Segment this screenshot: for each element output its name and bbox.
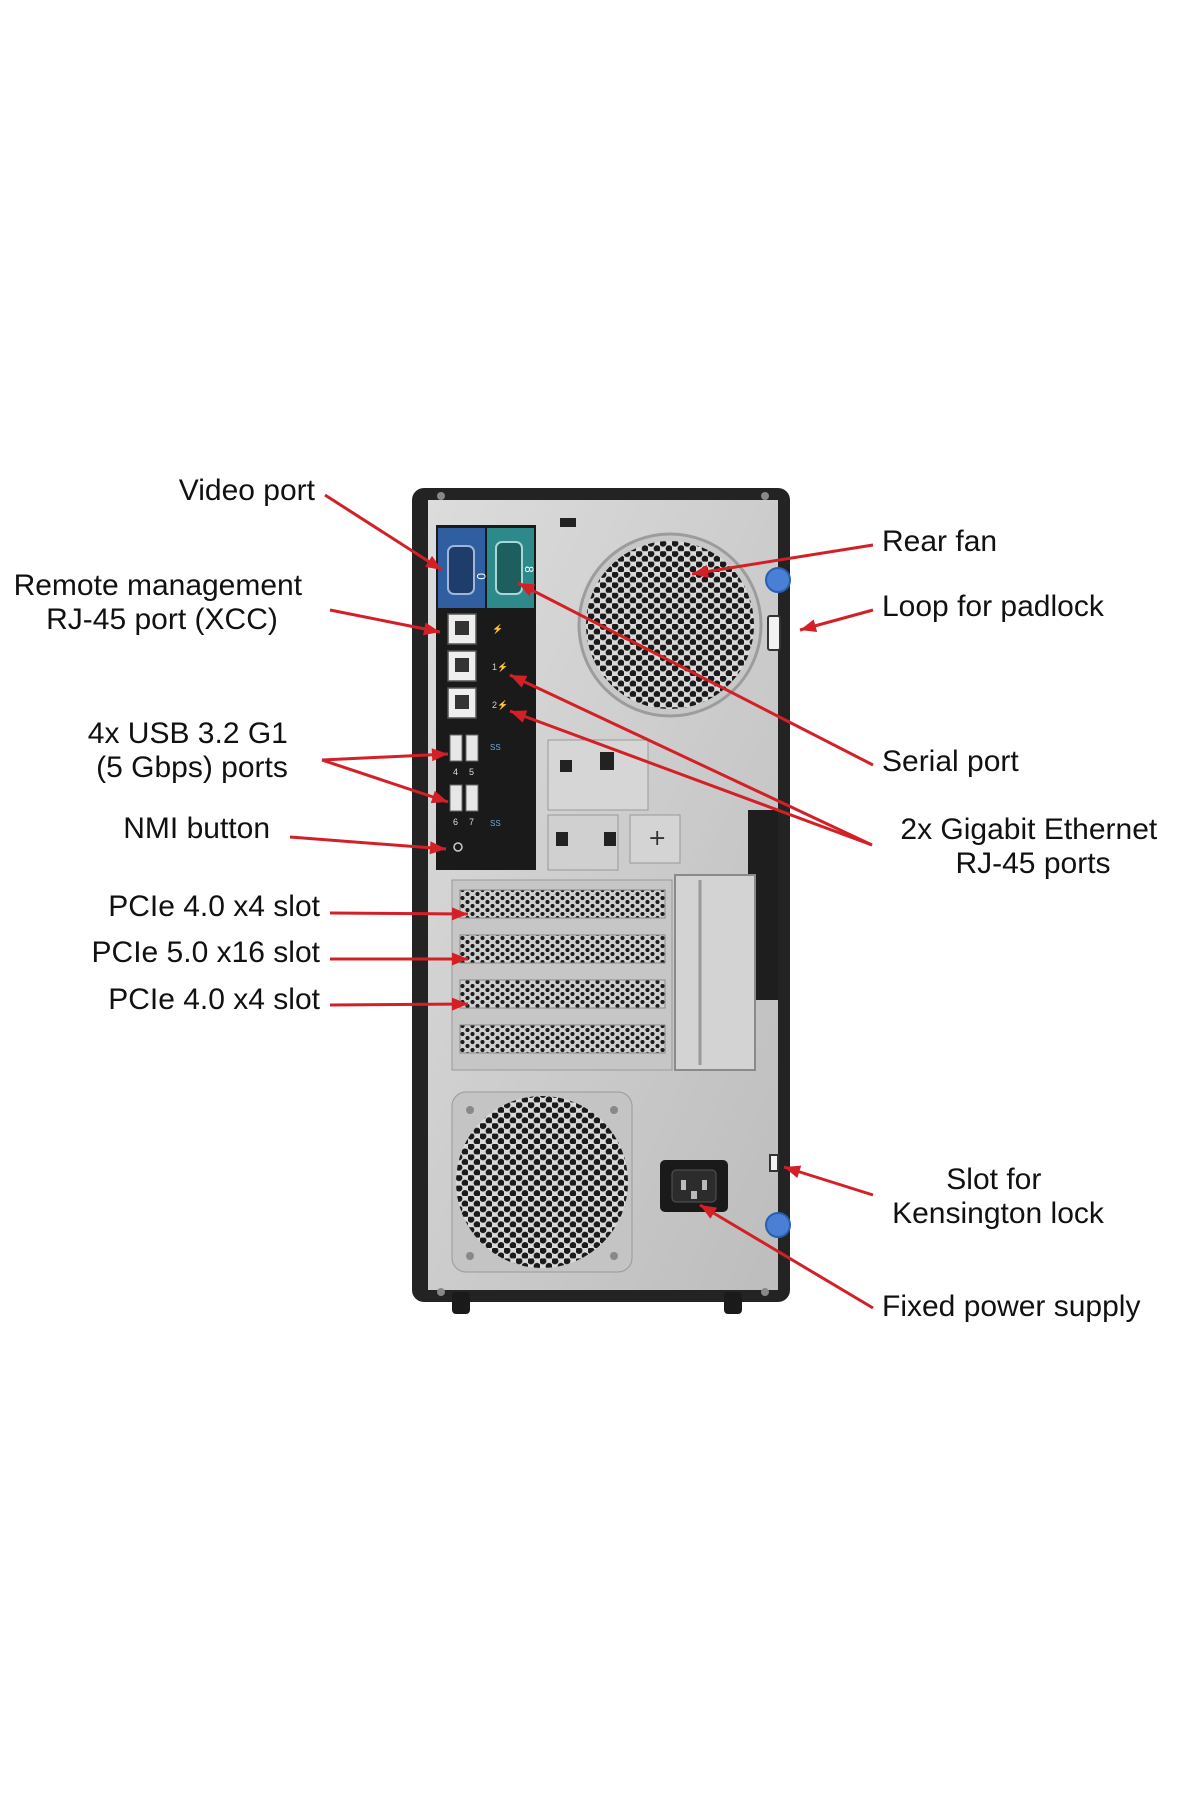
arrow-padlock-loop-head — [800, 619, 818, 633]
blue-touchpoint — [765, 1212, 791, 1238]
usb-port-number: 6 — [453, 817, 458, 827]
usb-port-number: 7 — [469, 817, 474, 827]
chassis-cutouts: + — [547, 739, 778, 1000]
slot-retention-bracket — [674, 874, 756, 1071]
label-power-supply: Fixed power supply — [882, 1290, 1140, 1323]
arrow-remote-management — [329, 608, 441, 634]
serial-port-number: 8 — [522, 566, 536, 573]
svg-text:SS: SS — [490, 743, 501, 752]
arrow-serial-port — [517, 581, 874, 767]
arrow-ethernet-1 — [509, 673, 873, 847]
arrow-usb-upper — [321, 752, 449, 762]
arrow-pcie-slot-3-head — [451, 997, 468, 1011]
arrow-video-port — [324, 493, 443, 572]
chassis-foot — [452, 1292, 470, 1314]
arrow-ethernet-1-head — [510, 675, 528, 688]
arrow-power-supply-head — [700, 1205, 718, 1219]
serial-port: 8 — [487, 528, 536, 608]
pcie-slot-area — [451, 874, 756, 1071]
psu-fan — [451, 1091, 633, 1273]
svg-text:+: + — [648, 826, 666, 851]
arrow-rear-fan — [691, 543, 874, 576]
usb-port — [449, 734, 463, 762]
arrow-ethernet-2 — [509, 709, 873, 847]
arrow-nmi-button — [289, 835, 447, 851]
rj45-port-ethernet-1: 1⚡ — [447, 650, 508, 682]
label-nmi-button: NMI button — [123, 812, 270, 845]
arrow-pcie-slot-3 — [329, 1002, 469, 1007]
kensington-slot — [769, 1154, 779, 1172]
arrow-video-port-head — [425, 555, 442, 570]
rear-fan — [577, 532, 763, 718]
label-pcie-slot-3: PCIe 4.0 x4 slot — [108, 983, 320, 1016]
pcie-slot-4 — [459, 1024, 666, 1054]
label-video-port: Video port — [179, 474, 316, 507]
chassis-foot — [724, 1292, 742, 1314]
usb-port-group: 4 5 6 7 SS SS — [449, 734, 501, 828]
svg-text:2⚡: 2⚡ — [492, 699, 508, 711]
arrow-pcie-slot-2-head — [452, 952, 468, 966]
arrow-usb-lower — [321, 758, 449, 804]
svg-text:⚡: ⚡ — [492, 623, 503, 635]
label-rear-fan: Rear fan — [882, 525, 997, 558]
label-pcie-slot-1: PCIe 4.0 x4 slot — [108, 890, 320, 923]
svg-text:SS: SS — [490, 819, 501, 828]
arrow-power-supply — [699, 1203, 874, 1310]
usb-port — [465, 734, 479, 762]
callout-arrows — [289, 493, 874, 1310]
blue-touchpoint — [765, 567, 791, 593]
nmi-button — [453, 842, 463, 852]
video-port-number: 0 — [474, 573, 488, 580]
arrow-nmi-button-head — [429, 841, 446, 855]
label-remote-management: Remote management RJ-45 port (XCC) — [14, 569, 311, 636]
rj45-port-ethernet-2: 2⚡ — [447, 687, 508, 719]
label-kensington-slot: Slot for Kensington lock — [892, 1163, 1105, 1230]
callout-labels: Video port Remote management RJ-45 port … — [14, 474, 1165, 1323]
arrow-pcie-slot-1-head — [451, 907, 468, 921]
arrow-remote-management-head — [423, 622, 440, 636]
usb-port — [465, 784, 479, 812]
label-usb-ports: 4x USB 3.2 G1 (5 Gbps) ports — [88, 717, 296, 784]
label-serial-port: Serial port — [882, 745, 1019, 778]
padlock-loop — [767, 615, 781, 651]
arrow-pcie-slot-1 — [329, 911, 469, 916]
arrow-serial-port-head — [518, 583, 536, 597]
pcie-slot-1 — [459, 889, 666, 919]
io-panel: 0 8 ⚡ 1⚡ 2⚡ 4 5 — [436, 518, 576, 870]
rj45-port-xcc: ⚡ — [447, 613, 503, 645]
label-pcie-slot-2: PCIe 5.0 x16 slot — [92, 936, 321, 969]
arrow-kensington-slot-head — [784, 1165, 802, 1179]
usb-port — [449, 784, 463, 812]
pcie-slot-2 — [459, 934, 666, 964]
arrow-ethernet-2-head — [510, 710, 528, 723]
pcie-slot-3 — [459, 979, 666, 1009]
arrow-usb-upper-head — [431, 748, 448, 762]
arrow-rear-fan-head — [692, 565, 709, 578]
arrow-usb-lower-head — [430, 790, 448, 804]
label-ethernet-ports: 2x Gigabit Ethernet RJ-45 ports — [900, 813, 1165, 880]
svg-text:1⚡: 1⚡ — [492, 661, 508, 673]
label-padlock-loop: Loop for padlock — [882, 590, 1105, 623]
video-port: 0 — [438, 528, 488, 608]
usb-port-number: 4 — [453, 767, 458, 777]
power-inlet — [660, 1160, 728, 1212]
usb-port-number: 5 — [469, 767, 474, 777]
